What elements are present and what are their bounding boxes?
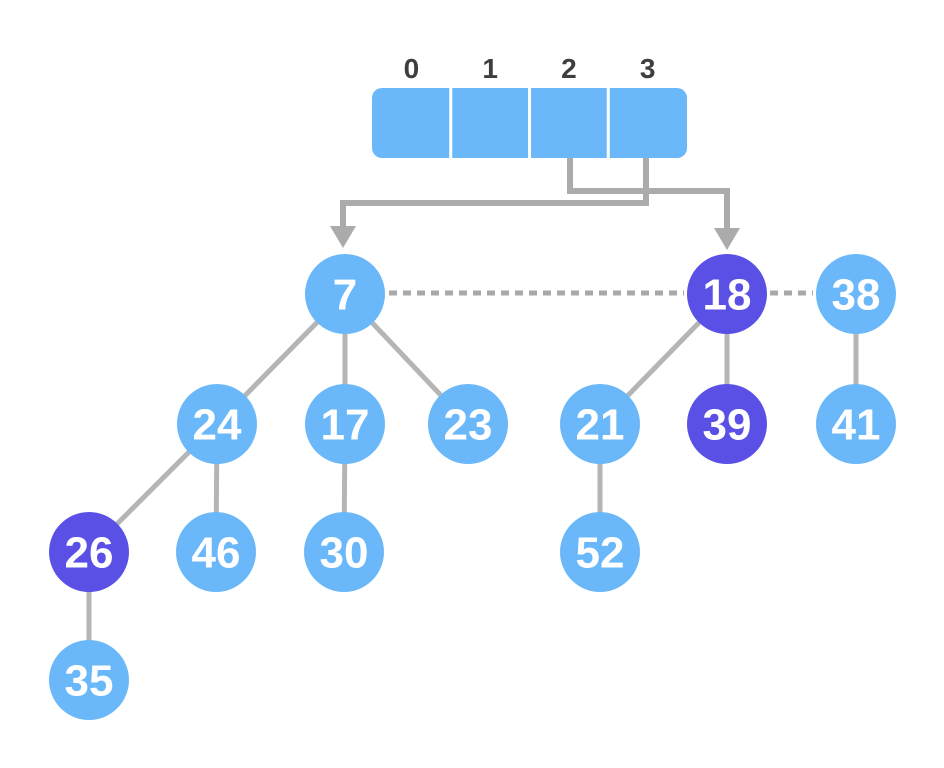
tree-node-circle-24 <box>177 384 257 464</box>
tree-node-circle-46 <box>176 512 256 592</box>
tree-node-circle-21 <box>560 384 640 464</box>
array-index-label: 2 <box>561 53 577 84</box>
tree-node-circle-30 <box>304 512 384 592</box>
tree-node-value: 23 <box>444 401 493 450</box>
tree-node-46: 46 <box>176 512 256 592</box>
tree-node-circle-26 <box>49 512 129 592</box>
tree-node-value: 24 <box>193 401 242 450</box>
array-index-label: 0 <box>404 53 420 84</box>
array-cell-separator <box>528 88 531 158</box>
tree-node-circle-18 <box>687 254 767 334</box>
tree-node-value: 18 <box>703 271 752 320</box>
tree-node-value: 21 <box>576 401 625 450</box>
tree-node-30: 30 <box>304 512 384 592</box>
tree-node-18: 18 <box>687 254 767 334</box>
tree-node-35: 35 <box>49 640 129 720</box>
pointer-index3-to-node7-arrowhead-icon <box>330 226 356 248</box>
tree-node-39: 39 <box>687 384 767 464</box>
tree-node-value: 41 <box>832 401 881 450</box>
array-index-label: 1 <box>482 53 498 84</box>
tree-node-38: 38 <box>816 254 896 334</box>
tree-node-value: 35 <box>65 657 114 706</box>
tree-node-circle-35 <box>49 640 129 720</box>
tree-node-21: 21 <box>560 384 640 464</box>
tree-node-circle-23 <box>428 384 508 464</box>
tree-node-value: 26 <box>65 529 114 578</box>
pointer-index3-to-node7-line <box>340 158 649 226</box>
tree-node-value: 52 <box>576 529 625 578</box>
tree-node-24: 24 <box>177 384 257 464</box>
tree-node-23: 23 <box>428 384 508 464</box>
tree-node-52: 52 <box>560 512 640 592</box>
tree-node-value: 17 <box>321 401 370 450</box>
tree-node-17: 17 <box>305 384 385 464</box>
tree-node-circle-41 <box>816 384 896 464</box>
tree-node-circle-39 <box>687 384 767 464</box>
array-index-label: 3 <box>640 53 656 84</box>
tree-node-circle-17 <box>305 384 385 464</box>
tree-node-7: 7 <box>305 254 385 334</box>
tree-node-circle-52 <box>560 512 640 592</box>
array-cell-separator <box>449 88 453 158</box>
tree-node-41: 41 <box>816 384 896 464</box>
tree-node-value: 39 <box>703 401 752 450</box>
tree-node-value: 38 <box>832 271 881 320</box>
tree-node-circle-38 <box>816 254 896 334</box>
tree-node-circle-7 <box>305 254 385 334</box>
tree-node-value: 7 <box>333 271 357 320</box>
pointer-index2-to-node18-arrowhead-icon <box>714 228 740 250</box>
tree-node-26: 26 <box>49 512 129 592</box>
tree-node-value: 46 <box>192 529 241 578</box>
array-cell-separator <box>606 88 610 158</box>
tree-node-value: 30 <box>320 529 369 578</box>
